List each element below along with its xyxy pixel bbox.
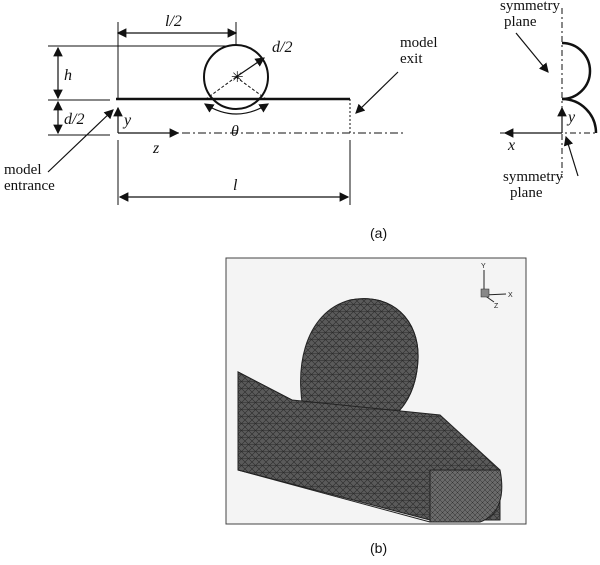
side-droplet-arc <box>561 41 592 101</box>
label-side-x: x <box>507 137 515 154</box>
axis-triad: Y X Z <box>480 263 513 310</box>
caption-b: (b) <box>370 540 387 556</box>
schematic-a: l/2 h d/2 ✳ d/2 θ y z l mod <box>4 0 598 241</box>
contact-line-left <box>205 76 237 100</box>
channel-exit-face <box>429 469 503 523</box>
theta-arc <box>203 103 270 115</box>
label-model-exit-2: exit <box>400 51 423 67</box>
mesh-render-b: Y X Z (b) <box>225 257 527 556</box>
label-model-entrance-2: entrance <box>4 178 55 194</box>
label-side-sym-bottom-1: symmetry <box>503 169 563 185</box>
label-axis-y: y <box>122 112 132 129</box>
label-axis-z: z <box>152 140 160 157</box>
label-theta: θ <box>231 123 239 140</box>
label-half-l: l/2 <box>165 13 182 30</box>
triad-label-x: X <box>508 292 513 299</box>
triad-label-z: Z <box>494 303 499 310</box>
arrow-side-sym-top <box>515 32 549 73</box>
label-model-entrance-1: model <box>4 162 42 178</box>
label-l: l <box>233 177 238 194</box>
label-side-sym-top-1: symmetry <box>500 0 560 14</box>
label-side-sym-bottom-2: plane <box>510 185 543 201</box>
arrow-model-exit <box>355 71 399 114</box>
label-h: h <box>64 67 72 84</box>
label-model-exit-1: model <box>400 35 438 51</box>
caption-a: (a) <box>370 225 387 241</box>
contact-line-right <box>235 76 267 100</box>
arrow-model-entrance <box>47 109 114 173</box>
side-channel-arc <box>561 97 598 134</box>
label-d-half: d/2 <box>272 39 292 56</box>
arrow-side-sym-bottom <box>563 135 579 177</box>
radius-arrow <box>235 57 265 78</box>
label-d-half-left: d/2 <box>64 111 84 128</box>
label-side-sym-top-2: plane <box>504 14 537 30</box>
triad-label-y: Y <box>481 263 486 270</box>
label-side-y: y <box>566 109 576 126</box>
